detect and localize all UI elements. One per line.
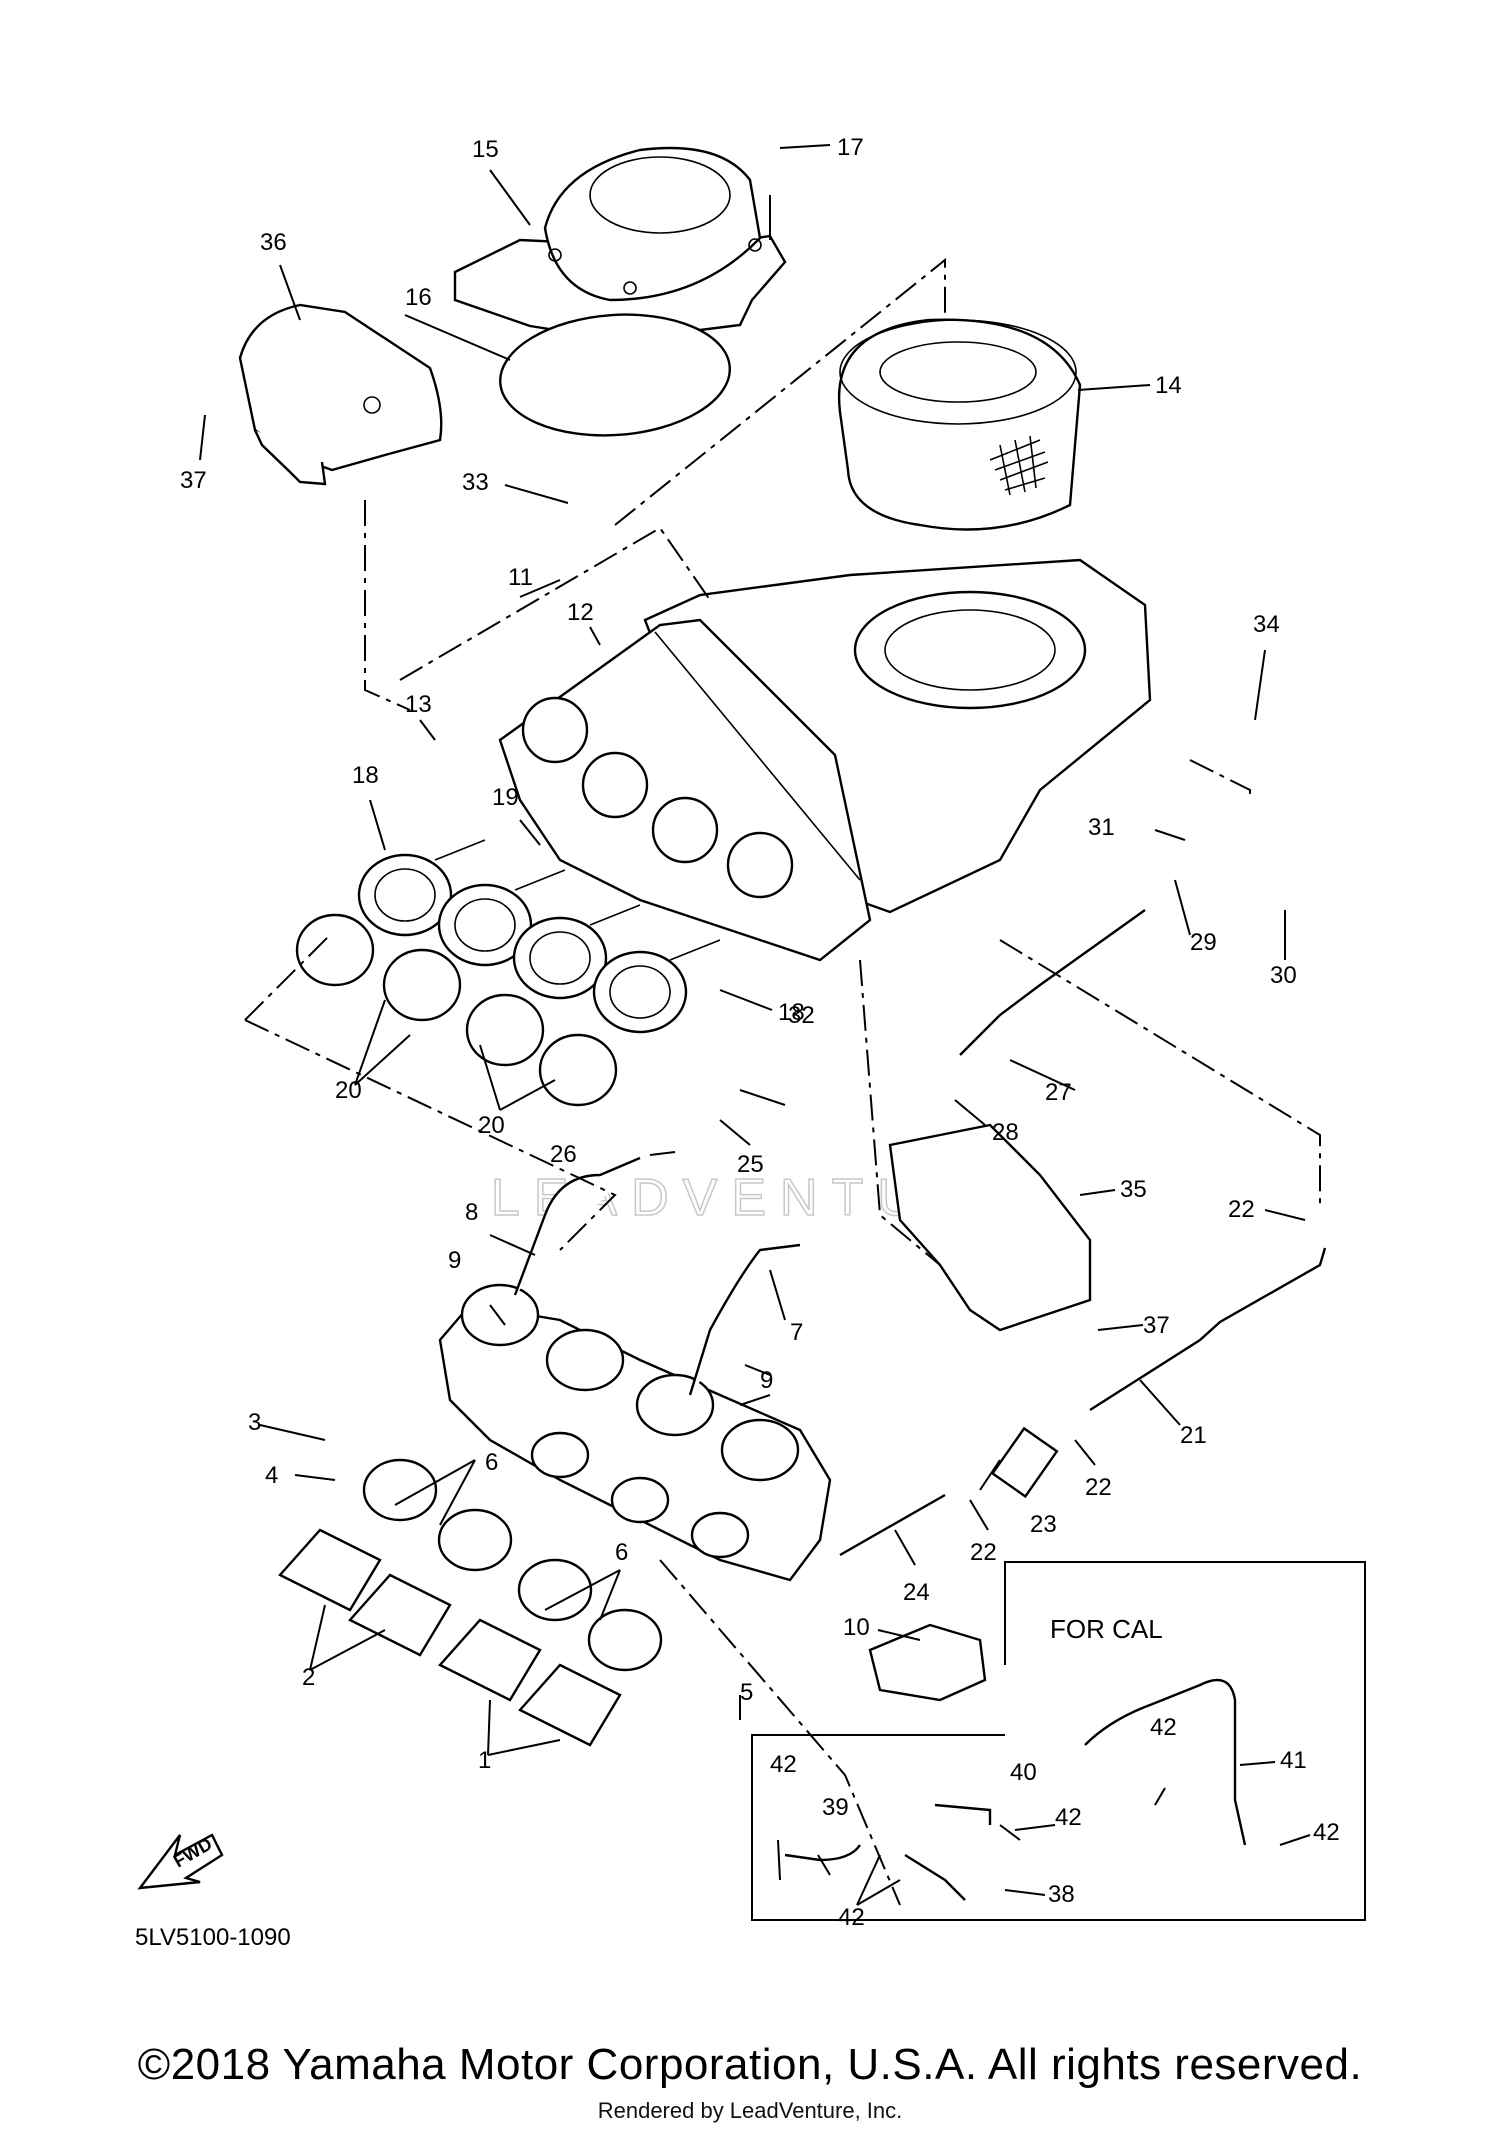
air-cleaner-case (498, 558, 1152, 962)
fwd-arrow-icon: FWD (137, 1833, 224, 1890)
callout-15: 15 (472, 136, 499, 163)
callout-39: 39 (822, 1794, 849, 1821)
callout-29: 29 (1190, 929, 1217, 956)
callout-14: 14 (1155, 372, 1182, 399)
callout-37a: 37 (180, 467, 207, 494)
callout-32: 32 (788, 1002, 815, 1029)
callout-28: 28 (992, 1119, 1019, 1146)
callout-13: 13 (405, 691, 432, 718)
fuel-hose-21 (1089, 1247, 1327, 1412)
copyright-notice: ©2018 Yamaha Motor Corporation, U.S.A. A… (137, 2040, 1363, 2089)
bracket-35 (888, 1123, 1092, 1332)
callout-24: 24 (903, 1579, 930, 1606)
callout-labels: 1 2 3 4 5 6 6 7 8 9 9 10 11 12 13 14 15 … (180, 134, 1340, 1931)
callout-27: 27 (1045, 1079, 1072, 1106)
callout-22c: 22 (970, 1539, 997, 1566)
leader-lines (199, 144, 1311, 1906)
callout-1: 1 (478, 1747, 491, 1774)
callout-9a: 9 (448, 1247, 461, 1274)
air-cleaner-bracket (238, 303, 443, 486)
hose-7 (688, 1243, 801, 1396)
callout-25: 25 (737, 1151, 764, 1178)
part-10 (868, 1623, 987, 1702)
callout-41: 41 (1280, 1747, 1307, 1774)
rendered-by-notice: Rendered by LeadVenture, Inc. (597, 2098, 903, 2123)
callout-5: 5 (740, 1679, 753, 1706)
carburetor-clamps (362, 1458, 663, 1672)
callout-18a: 18 (352, 762, 379, 789)
callout-20b: 20 (478, 1112, 505, 1139)
callout-20a: 20 (335, 1077, 362, 1104)
callout-9b: 9 (760, 1367, 773, 1394)
callout-34: 34 (1253, 611, 1280, 638)
callout-6b: 6 (615, 1539, 628, 1566)
hose-8 (513, 1156, 641, 1296)
callout-37b: 37 (1143, 1312, 1170, 1339)
callout-26: 26 (550, 1141, 577, 1168)
carburetor-joints (357, 839, 721, 1034)
fuel-filter (990, 1426, 1059, 1499)
joint-clamps (295, 913, 618, 1107)
callout-38: 38 (1048, 1881, 1075, 1908)
callout-4: 4 (265, 1462, 278, 1489)
callout-42e: 42 (838, 1904, 865, 1931)
air-filter-cover (453, 146, 787, 342)
for-cal-label: FOR CAL (1050, 1614, 1163, 1644)
carburetor-assembly (438, 1283, 832, 1582)
callout-6a: 6 (485, 1449, 498, 1476)
callout-40: 40 (1010, 1759, 1037, 1786)
callout-18b: 18 (778, 999, 805, 1026)
callout-23: 23 (1030, 1511, 1057, 1538)
callout-35: 35 (1120, 1176, 1147, 1203)
for-cal-box: FOR CAL (751, 1561, 1366, 1921)
callout-30: 30 (1270, 962, 1297, 989)
assembly-lines (244, 257, 1321, 1906)
callout-42b: 42 (1150, 1714, 1177, 1741)
callout-42c: 42 (1055, 1804, 1082, 1831)
callout-42d: 42 (1313, 1819, 1340, 1846)
hose-24 (839, 1493, 946, 1557)
air-filter-element (837, 318, 1082, 531)
callout-2: 2 (302, 1664, 315, 1691)
callout-19: 19 (492, 784, 519, 811)
callout-10: 10 (843, 1614, 870, 1641)
air-filter-gasket (499, 313, 731, 437)
callout-8: 8 (465, 1199, 478, 1226)
callout-33: 33 (462, 469, 489, 496)
callout-7: 7 (790, 1319, 803, 1346)
callout-3: 3 (248, 1409, 261, 1436)
callout-17: 17 (837, 134, 864, 161)
callout-16: 16 (405, 284, 432, 311)
callout-22b: 22 (1085, 1474, 1112, 1501)
carburetor-joints-lower (278, 1528, 622, 1747)
callout-42a: 42 (770, 1751, 797, 1778)
callout-12: 12 (567, 599, 594, 626)
diagram-code: 5LV5100-1090 (135, 1924, 291, 1951)
callout-31: 31 (1088, 814, 1115, 841)
callout-21: 21 (1180, 1422, 1207, 1449)
callout-22a: 22 (1228, 1196, 1255, 1223)
hose-27 (959, 909, 1146, 1056)
callout-11: 11 (508, 564, 533, 591)
callout-36: 36 (260, 229, 287, 256)
